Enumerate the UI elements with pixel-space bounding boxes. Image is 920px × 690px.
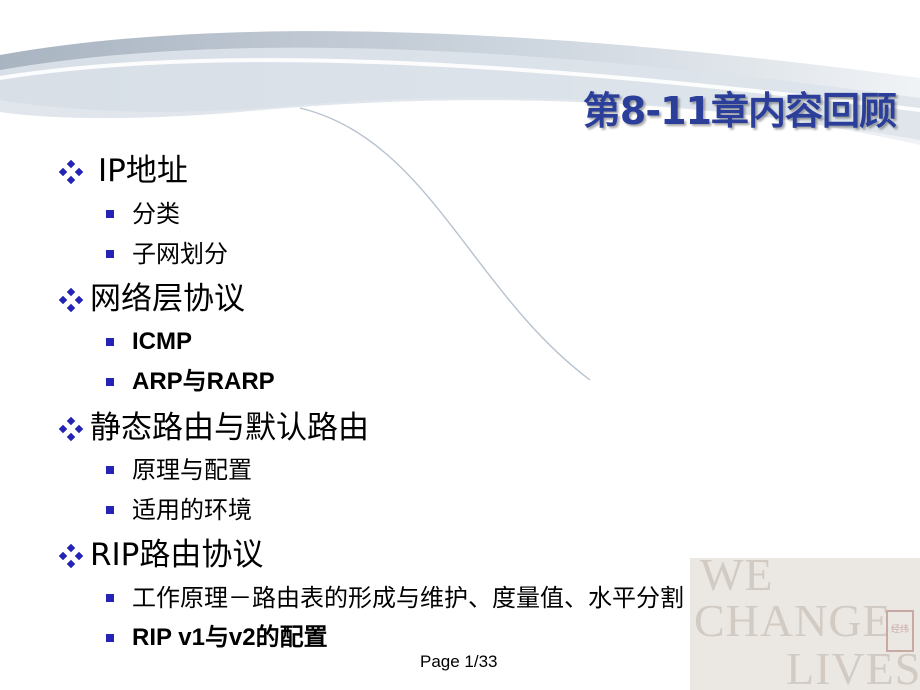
bullet-item-ip-address: IP地址 [58,156,188,187]
bullet-text: RIP路由协议 [90,537,264,573]
square-bullet-icon [106,634,114,642]
sub-bullet-item: RIP v1与v2的配置 [104,626,328,650]
brand-watermark-logo: WE CHANGE LIVES 经纬 [690,558,920,690]
seal-stamp-icon: 经纬 [886,610,914,652]
bullet-text: 网络层协议 [90,281,245,317]
square-bullet-icon [106,210,114,218]
sub-bullet-text: RIP v1与v2的配置 [132,624,328,651]
bullet-item-network-layer: 网络层协议 [58,284,245,315]
diamond-bullet-icon [58,159,84,184]
square-bullet-icon [106,506,114,514]
diamond-bullet-icon [58,416,84,441]
sub-bullet-item: 工作原理－路由表的形成与维护、度量值、水平分割 [104,586,684,610]
square-bullet-icon [106,378,114,386]
sub-bullet-item: 原理与配置 [104,458,252,482]
bullet-text: IP地址 [98,153,188,189]
slide-title: 第8-11章内容回顾 [582,89,897,133]
logo-word: WE [700,558,774,600]
logo-word: CHANGE [694,595,892,646]
square-bullet-icon [106,466,114,474]
sub-bullet-text: 分类 [132,200,180,228]
diamond-bullet-icon [58,543,84,568]
sub-bullet-item: 子网划分 [104,242,228,266]
square-bullet-icon [106,250,114,258]
sub-bullet-text: 子网划分 [132,240,228,268]
sub-bullet-text: 工作原理－路由表的形成与维护、度量值、水平分割 [132,584,684,612]
sub-bullet-item: 适用的环境 [104,498,252,522]
diamond-bullet-icon [58,287,84,312]
bullet-text: 静态路由与默认路由 [90,410,369,446]
sub-bullet-text: 原理与配置 [132,456,252,484]
logo-word: LIVES [786,643,920,690]
sub-bullet-text: 适用的环境 [132,496,252,524]
square-bullet-icon [106,338,114,346]
sub-bullet-text: ICMP [132,328,192,355]
sub-bullet-item: ARP与RARP [104,370,275,394]
sub-bullet-item: ICMP [104,330,192,354]
square-bullet-icon [106,594,114,602]
sub-bullet-text: ARP与RARP [132,368,275,395]
page-number: Page 1/33 [420,652,498,671]
sub-bullet-item: 分类 [104,202,180,226]
bullet-item-rip: RIP路由协议 [58,540,263,571]
bullet-item-static-routing: 静态路由与默认路由 [58,413,369,444]
